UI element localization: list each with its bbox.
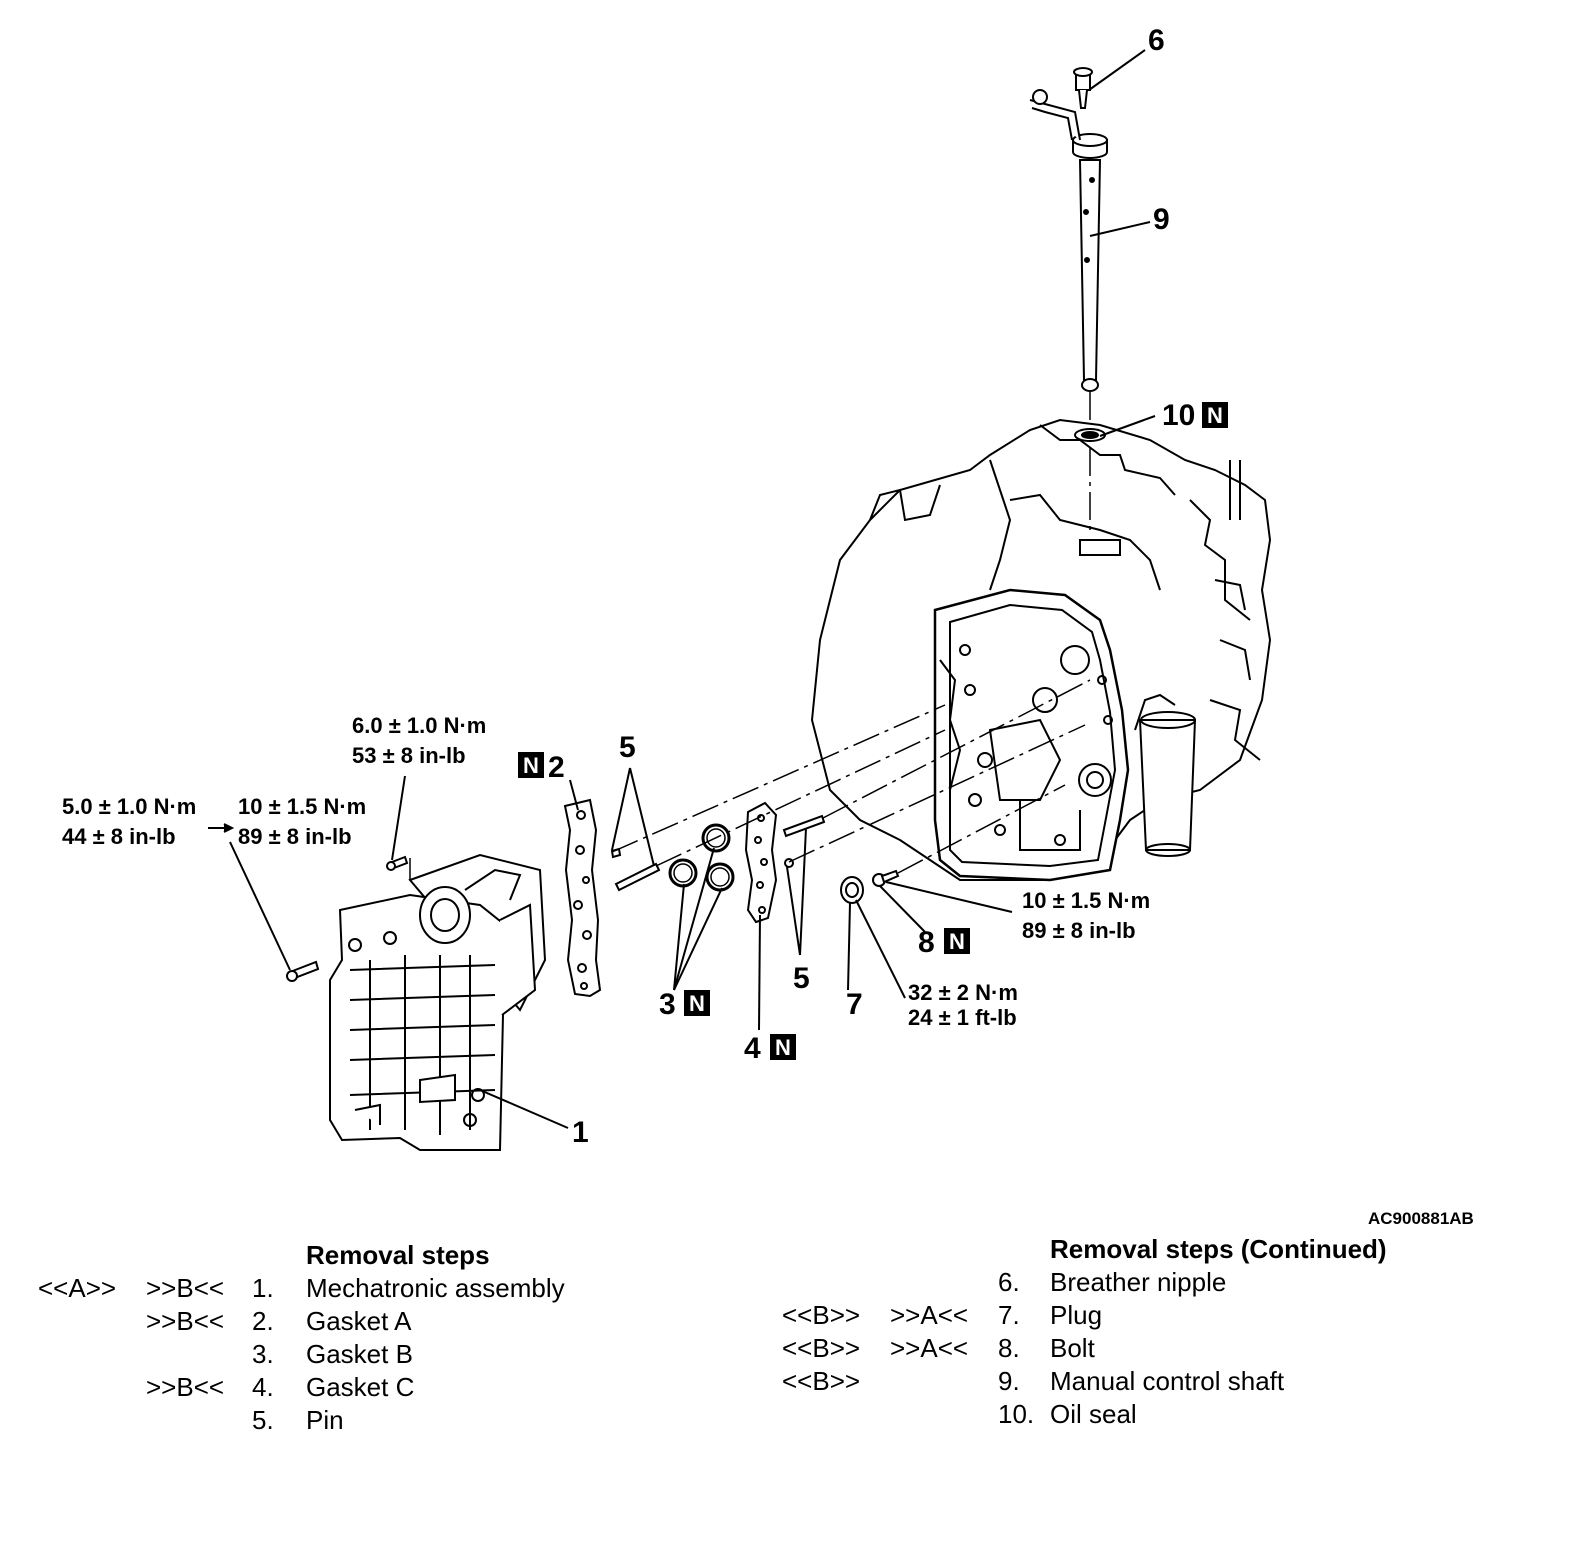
callout-3: 3 (659, 988, 676, 1021)
callout-2: 2 (548, 751, 565, 784)
removal-step-row: 5. Pin (0, 1405, 760, 1438)
gasket-b-illustration (668, 823, 735, 892)
step-part-name: Oil seal (1050, 1399, 1137, 1429)
torque-top-nm: 6.0 ± 1.0 N·m (352, 713, 486, 738)
transmission-case-illustration (810, 418, 1272, 882)
torque-specs: 6.0 ± 1.0 N·m 53 ± 8 in-lb 5.0 ± 1.0 N·m… (62, 713, 1150, 1030)
assembly-centre-lines (409, 392, 1091, 880)
new-part-badge-10: N (1202, 402, 1228, 428)
service-point-a: <<B>> (782, 1300, 861, 1330)
new-part-badges: N N N N N (518, 402, 1228, 1060)
service-point-b: >>B<< (146, 1273, 225, 1303)
step-number: 5. (252, 1405, 274, 1435)
callout-6: 6 (1148, 24, 1165, 57)
step-number: 3. (252, 1339, 274, 1369)
step-number: 9. (998, 1366, 1020, 1396)
plug-illustration (840, 876, 864, 904)
svg-text:N: N (775, 1035, 791, 1060)
callout-labels: 1 2 3 4 5 5 6 7 8 9 10 (548, 24, 1195, 1149)
new-part-badge-4: N (770, 1034, 796, 1060)
service-point-a: <<B>> (782, 1366, 861, 1396)
step-number: 7. (998, 1300, 1020, 1330)
torque-left2-nm: 10 ± 1.5 N·m (238, 794, 366, 819)
callout-4: 4 (744, 1032, 761, 1065)
removal-step-row: 3. Gasket B (0, 1339, 760, 1372)
torque-left1-inlb: 44 ± 8 in-lb (62, 824, 176, 849)
step-part-name: Pin (306, 1405, 344, 1435)
step-part-name: Mechatronic assembly (306, 1273, 565, 1303)
callout-10: 10 (1162, 399, 1195, 432)
torque-top-inlb: 53 ± 8 in-lb (352, 743, 466, 768)
torque-bolt-nm: 10 ± 1.5 N·m (1022, 888, 1150, 913)
svg-text:N: N (689, 991, 705, 1016)
gasket-c-illustration (744, 801, 778, 924)
removal-step-row: >>B<< 4. Gasket C (0, 1372, 760, 1405)
removal-step-row: <<B>> >>A<< 7. Plug (760, 1300, 1560, 1333)
removal-step-row: 6. Breather nipple (760, 1267, 1560, 1300)
exploded-view-diagram: 1 2 3 4 5 5 6 7 8 9 10 N N N N N (62, 24, 1272, 1151)
leader-lines (208, 49, 1156, 1129)
torque-bolt-inlb: 89 ± 8 in-lb (1022, 918, 1136, 943)
step-part-name: Manual control shaft (1050, 1366, 1285, 1396)
step-number: 10. (998, 1399, 1035, 1429)
step-part-name: Gasket A (306, 1306, 412, 1336)
callout-8: 8 (918, 926, 935, 959)
callout-5-upper: 5 (619, 731, 636, 764)
mechatronic-assembly-illustration (329, 853, 547, 1151)
removal-step-row: <<B>> >>A<< 8. Bolt (760, 1333, 1560, 1366)
manual-control-shaft-illustration (1029, 89, 1108, 392)
removal-steps-left: Removal steps <<A>> >>B<< 1. Mechatronic… (0, 1240, 760, 1450)
breather-nipple-illustration (1073, 67, 1093, 109)
service-point-b: >>B<< (146, 1372, 225, 1402)
step-number: 6. (998, 1267, 1020, 1297)
step-number: 1. (252, 1273, 274, 1303)
figure-id: AC900881AB (1368, 1209, 1474, 1228)
step-part-name: Gasket B (306, 1339, 413, 1369)
new-part-badge-2: N (518, 752, 544, 778)
step-part-name: Gasket C (306, 1372, 415, 1402)
service-point-b: >>A<< (890, 1333, 969, 1363)
svg-text:N: N (949, 929, 965, 954)
step-part-name: Breather nipple (1050, 1267, 1227, 1297)
torque-left1-nm: 5.0 ± 1.0 N·m (62, 794, 196, 819)
service-point-b: >>A<< (890, 1300, 969, 1330)
removal-steps-continued-title: Removal steps (Continued) (1050, 1234, 1387, 1264)
callout-9: 9 (1153, 203, 1170, 236)
svg-text:N: N (1207, 403, 1223, 428)
step-number: 2. (252, 1306, 274, 1336)
step-number: 4. (252, 1372, 274, 1402)
torque-plug-ftlb: 24 ± 1 ft-lb (908, 1005, 1017, 1030)
svg-text:N: N (523, 753, 539, 778)
removal-steps-title: Removal steps (306, 1240, 490, 1270)
step-part-name: Bolt (1050, 1333, 1095, 1363)
callout-5-lower: 5 (793, 962, 810, 995)
oil-seal-illustration (1074, 428, 1106, 442)
service-point-a: <<A>> (38, 1273, 117, 1303)
torque-plug-nm: 32 ± 2 N·m (908, 980, 1018, 1005)
bolt-illustration (872, 869, 900, 887)
removal-steps-right: Removal steps (Continued) 6. Breather ni… (760, 1234, 1560, 1444)
new-part-badge-8: N (944, 928, 970, 954)
removal-step-row: >>B<< 2. Gasket A (0, 1306, 760, 1339)
new-part-badge-3: N (684, 990, 710, 1016)
removal-step-row: <<A>> >>B<< 1. Mechatronic assembly (0, 1273, 760, 1306)
mechatronic-bolts-illustration (286, 855, 409, 982)
gasket-a-illustration (563, 798, 602, 998)
removal-step-row: 10. Oil seal (760, 1399, 1560, 1432)
step-number: 8. (998, 1333, 1020, 1363)
torque-left2-inlb: 89 ± 8 in-lb (238, 824, 352, 849)
callout-1: 1 (572, 1116, 589, 1149)
callout-7: 7 (846, 988, 863, 1021)
removal-step-row: <<B>> 9. Manual control shaft (760, 1366, 1560, 1399)
service-point-b: >>B<< (146, 1306, 225, 1336)
step-part-name: Plug (1050, 1300, 1103, 1330)
service-point-a: <<B>> (782, 1333, 861, 1363)
